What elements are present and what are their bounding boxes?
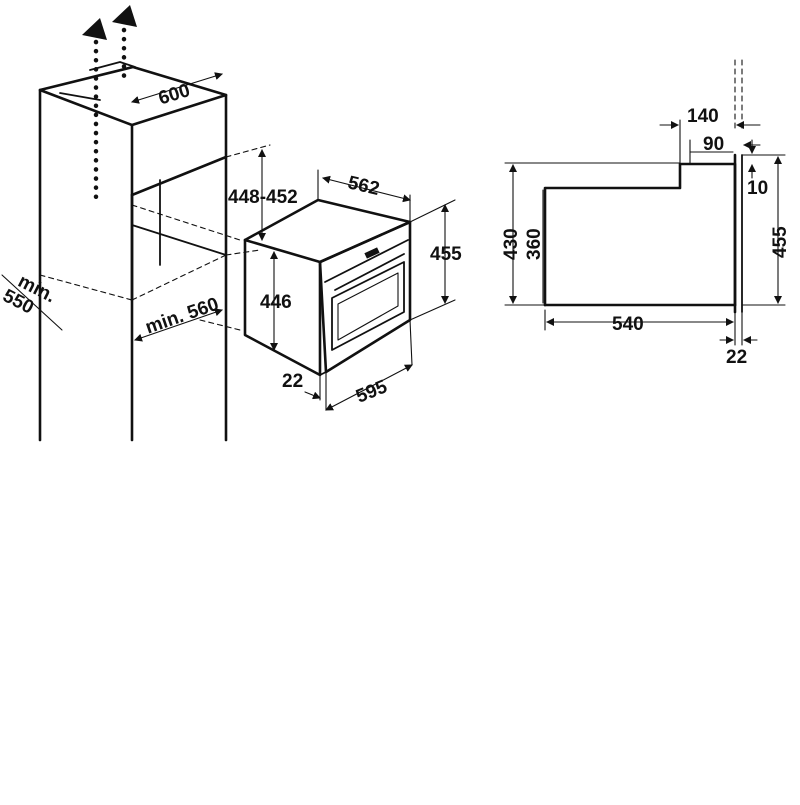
dimension-lines-left (1, 72, 456, 411)
cabinet-drawing (38, 61, 261, 442)
dim-oven-front-width: 595 (353, 376, 391, 408)
dim-front-offset: 22 (282, 371, 303, 392)
dim-step-inner: 90 (703, 134, 724, 155)
labels-right: 140 90 10 430 360 455 540 22 (501, 106, 791, 368)
dim-depth-540: 540 (612, 314, 644, 335)
vent-arrow-icon (82, 18, 107, 40)
side-section-drawing (504, 59, 786, 314)
dim-oven-height: 455 (430, 244, 462, 265)
oven-drawing (243, 198, 412, 377)
dim-oven-depth: 562 (346, 172, 382, 200)
dim-oven-body-height: 446 (260, 292, 292, 313)
vent-arrow-icon (112, 5, 137, 27)
dim-niche-width: 600 (156, 80, 192, 109)
dim-niche-opening-height: 448-452 (228, 187, 298, 208)
dim-niche-opening-width: min. 560 (143, 294, 222, 339)
dim-height-455: 455 (770, 226, 791, 258)
dim-height-430: 430 (501, 228, 522, 260)
dim-top-offset: 10 (747, 178, 768, 199)
dim-step-width: 140 (687, 106, 719, 127)
dim-front-thickness: 22 (726, 347, 747, 368)
labels-left: 600 min. 550 min. 560 448-452 562 455 44… (0, 80, 462, 408)
dimension-lines-right (509, 121, 782, 346)
dim-height-360: 360 (524, 228, 545, 260)
ventilation-arrows (82, 5, 137, 208)
